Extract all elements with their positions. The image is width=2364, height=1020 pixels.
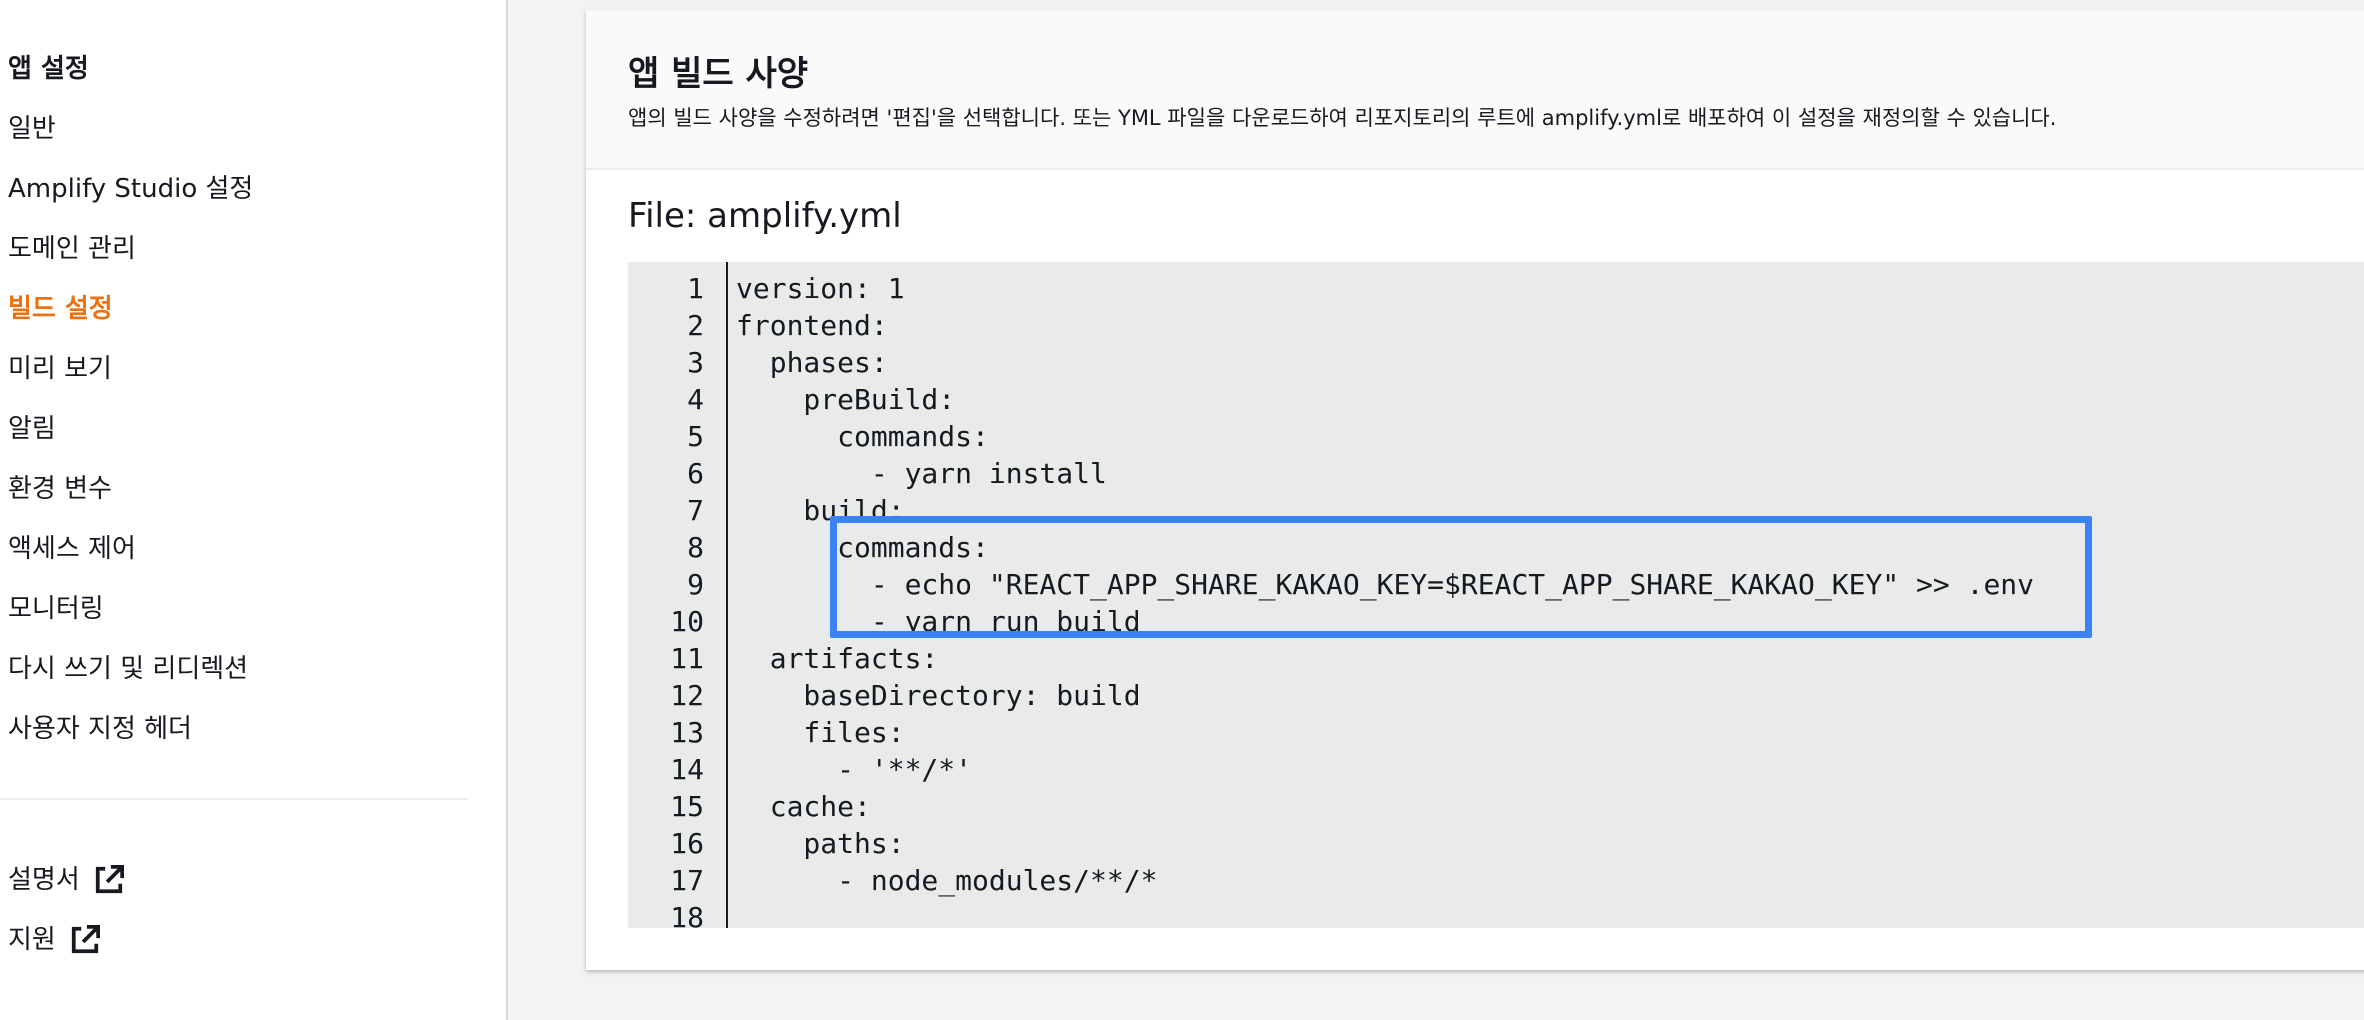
line-code: files: — [736, 716, 905, 749]
code-line: 18 — [628, 899, 2034, 928]
external-link-icon — [71, 925, 100, 954]
nav-divider — [0, 798, 468, 800]
line-code: preBuild: — [736, 383, 956, 416]
line-code: paths: — [736, 827, 905, 860]
sidebar-item-access-control[interactable]: 액세스 제어 — [8, 534, 136, 564]
line-number: 6 — [687, 457, 704, 490]
documentation-link-label: 설명서 — [8, 865, 80, 895]
code-editor[interactable]: 1 version: 1 2 frontend: 3 phases: 4 preBu… — [628, 262, 2364, 928]
code-line: 15 cache: — [628, 788, 2034, 825]
line-number: 7 — [687, 494, 704, 527]
line-number: 9 — [687, 568, 704, 601]
code-line: 1 version: 1 — [628, 270, 2034, 307]
sidebar-item-notifications[interactable]: 알림 — [8, 414, 56, 444]
sidebar-item-monitoring[interactable]: 모니터링 — [8, 594, 104, 624]
line-code: version: 1 — [736, 272, 905, 305]
line-number: 8 — [687, 531, 704, 564]
code-line: 11 artifacts: — [628, 640, 2034, 677]
line-code: - '**/*' — [736, 753, 973, 786]
support-link[interactable]: 지원 — [8, 910, 124, 970]
code-lines: 1 version: 1 2 frontend: 3 phases: 4 preBu… — [628, 270, 2034, 928]
code-line: 14 - '**/*' — [628, 751, 2034, 788]
external-link-icon — [95, 865, 124, 894]
line-number: 18 — [670, 901, 704, 928]
highlight-annotation-box — [830, 516, 2092, 638]
line-number: 3 — [687, 346, 704, 379]
line-code: - yarn install — [736, 457, 1107, 490]
line-number: 2 — [687, 309, 704, 342]
sidebar-item-general[interactable]: 일반 — [8, 114, 56, 144]
line-code: baseDirectory: build — [736, 679, 1141, 712]
code-line: 5 commands: — [628, 418, 2034, 455]
code-line: 13 files: — [628, 714, 2034, 751]
sidebar-item-rewrites-redirects[interactable]: 다시 쓰기 및 리디렉션 — [8, 654, 249, 684]
sidebar-item-previews[interactable]: 미리 보기 — [8, 354, 112, 384]
card-header: 앱 빌드 사양 앱의 빌드 사양을 수정하려면 '편집'을 선택합니다. 또는 … — [586, 10, 2364, 170]
file-label: File: amplify.yml — [628, 196, 902, 236]
line-number: 10 — [670, 605, 704, 638]
sidebar-item-build-settings[interactable]: 빌드 설정 — [8, 294, 113, 324]
line-code: - echo "REACT_APP_SHARE_KAKAO_KEY=$REACT… — [736, 568, 2035, 601]
code-line: 17 - node_modules/**/* — [628, 862, 2034, 899]
code-line: 16 paths: — [628, 825, 2034, 862]
line-code: - node_modules/**/* — [736, 864, 1158, 897]
external-links: 설명서 지원 — [8, 850, 124, 970]
line-code: cache: — [736, 790, 871, 823]
code-line: 9 - echo "REACT_APP_SHARE_KAKAO_KEY=$REA… — [628, 566, 2034, 603]
nav-heading: 앱 설정 — [8, 54, 89, 84]
line-number: 14 — [670, 753, 704, 786]
line-number: 16 — [670, 827, 704, 860]
line-number: 4 — [687, 383, 704, 416]
line-code: commands: — [736, 531, 989, 564]
support-link-label: 지원 — [8, 925, 56, 955]
nav-list: 일반 Amplify Studio 설정 도메인 관리 빌드 설정 미리 보기 … — [8, 105, 253, 765]
code-line: 12 baseDirectory: build — [628, 677, 2034, 714]
gutter-divider — [726, 262, 728, 928]
code-line: 2 frontend: — [628, 307, 2034, 344]
code-line: 8 commands: — [628, 529, 2034, 566]
sidebar-item-domain-management[interactable]: 도메인 관리 — [8, 234, 136, 264]
line-number: 15 — [670, 790, 704, 823]
line-code: phases: — [736, 346, 888, 379]
code-line: 4 preBuild: — [628, 381, 2034, 418]
sidebar-item-amplify-studio[interactable]: Amplify Studio 설정 — [8, 174, 254, 204]
line-code: frontend: — [736, 309, 888, 342]
line-code: commands: — [736, 420, 989, 453]
sidebar-item-custom-headers[interactable]: 사용자 지정 헤더 — [8, 714, 192, 744]
line-number: 13 — [670, 716, 704, 749]
line-number: 11 — [670, 642, 704, 675]
line-number: 1 — [687, 272, 704, 305]
sidebar-item-environment-variables[interactable]: 환경 변수 — [8, 474, 112, 504]
build-spec-card: 앱 빌드 사양 앱의 빌드 사양을 수정하려면 '편집'을 선택합니다. 또는 … — [586, 10, 2364, 970]
documentation-link[interactable]: 설명서 — [8, 850, 124, 910]
line-number: 5 — [687, 420, 704, 453]
sidebar: 앱 설정 일반 Amplify Studio 설정 도메인 관리 빌드 설정 미… — [0, 0, 508, 1020]
code-line: 3 phases: — [628, 344, 2034, 381]
line-code — [704, 899, 736, 928]
code-line: 10 - yarn run build — [628, 603, 2034, 640]
line-number: 17 — [670, 864, 704, 897]
card-title: 앱 빌드 사양 — [628, 54, 809, 94]
line-number: 12 — [670, 679, 704, 712]
code-line: 6 - yarn install — [628, 455, 2034, 492]
line-code: artifacts: — [736, 642, 939, 675]
card-description: 앱의 빌드 사양을 수정하려면 '편집'을 선택합니다. 또는 YML 파일을 … — [628, 106, 2057, 130]
